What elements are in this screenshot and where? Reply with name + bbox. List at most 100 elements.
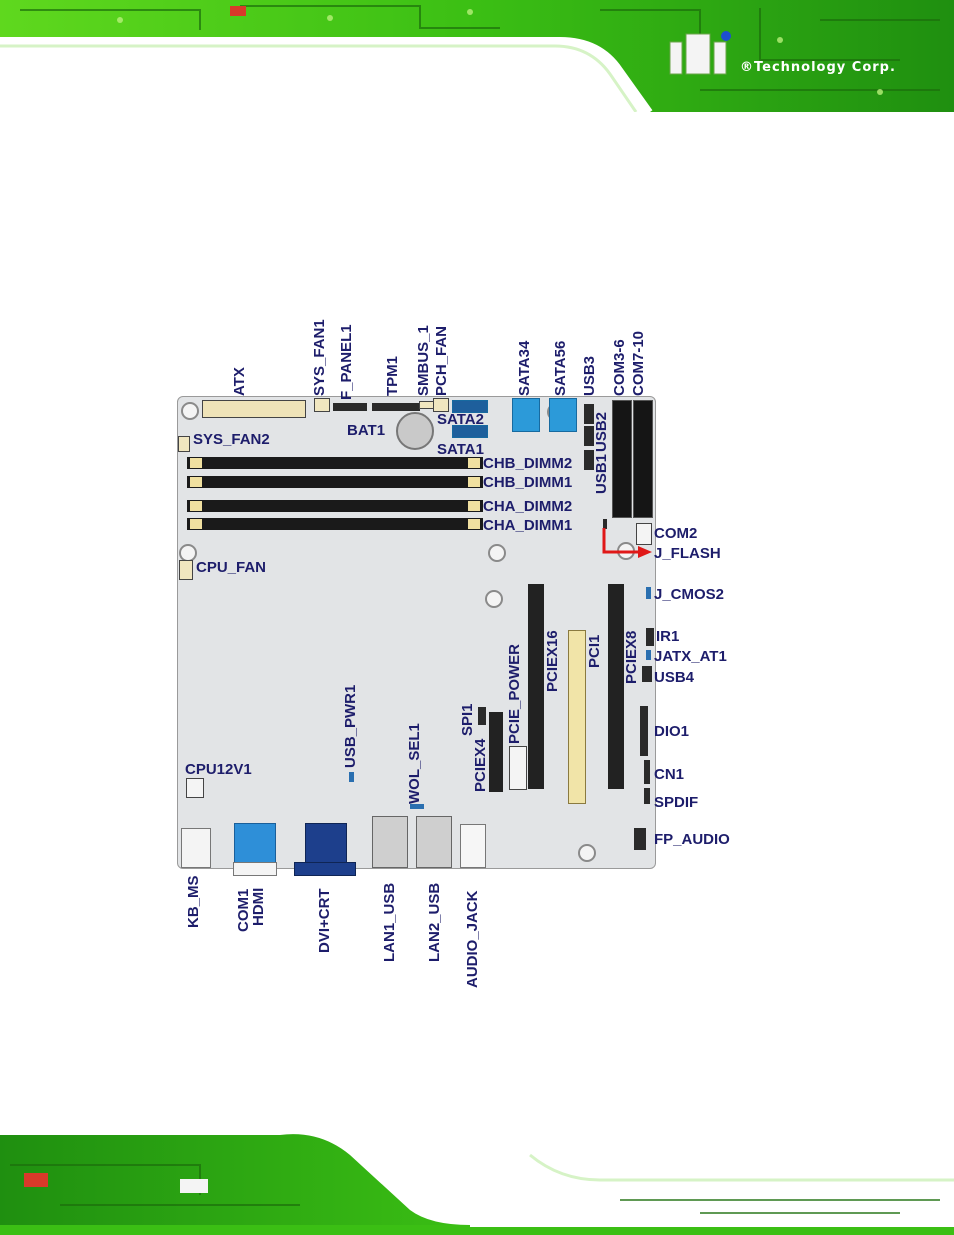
label-chb-dimm1: CHB_DIMM1	[483, 474, 573, 491]
cn1-header	[644, 760, 650, 784]
label-sata56: SATA56	[552, 340, 569, 396]
label-sata2: SATA2	[437, 411, 484, 428]
f-panel1-header	[333, 403, 367, 411]
label-atx: ATX	[231, 367, 248, 396]
j-flash-jumper	[603, 519, 607, 529]
label-pciex4: PCIEX4	[472, 738, 489, 792]
usb3-header	[584, 404, 594, 424]
audio-jack-port	[460, 824, 486, 868]
label-cn1: CN1	[654, 766, 685, 783]
kb-ms-port	[181, 828, 211, 868]
chb-dimm2-slot	[187, 457, 483, 469]
label-usb2: USB2	[593, 411, 610, 452]
sata34-connector	[512, 398, 540, 432]
label-f-panel1: F_PANEL1	[338, 324, 355, 400]
pciex8-slot	[608, 584, 624, 789]
com1-port-base	[233, 862, 277, 876]
label-lan2-usb: LAN2_USB	[426, 882, 443, 962]
footer-pcb-banner	[0, 1125, 954, 1235]
chb-dimm1-slot	[187, 476, 483, 488]
spdif-header	[644, 788, 650, 804]
label-dio1: DIO1	[654, 723, 690, 740]
label-cha-dimm1: CHA_DIMM1	[483, 517, 573, 534]
label-pch-fan: PCH_FAN	[433, 325, 450, 396]
label-bat1: BAT1	[347, 422, 386, 439]
label-wol-sel1: WOL_SEL1	[406, 723, 423, 804]
label-sys-fan1: SYS_FAN1	[311, 319, 328, 396]
label-lan1-usb: LAN1_USB	[381, 882, 398, 962]
label-usb1: USB1	[593, 453, 610, 494]
mounting-hole	[485, 590, 503, 608]
label-j-flash: J_FLASH	[654, 545, 721, 562]
label-smbus-1: SMBUS_1	[415, 325, 432, 396]
com3-6-connector	[612, 400, 632, 518]
label-cpu12v1: CPU12V1	[185, 761, 252, 778]
label-jatx-at1: JATX_AT1	[654, 648, 727, 665]
label-sata34: SATA34	[516, 340, 533, 396]
cpu12v1-connector	[186, 778, 204, 798]
label-j-cmos2: J_CMOS2	[654, 586, 725, 603]
label-pciex16: PCIEX16	[544, 630, 561, 692]
j-cmos2-jumper	[646, 587, 651, 599]
company-name: ®Technology Corp.	[740, 60, 896, 75]
jatx-at1-jumper	[646, 650, 651, 660]
label-cpu-fan: CPU_FAN	[196, 559, 267, 576]
pci1-slot	[568, 630, 586, 804]
iei-logo	[668, 30, 736, 76]
label-usb-pwr1: USB_PWR1	[342, 684, 359, 768]
label-audio-jack: AUDIO_JACK	[464, 890, 481, 988]
label-pcie-power: PCIE_POWER	[506, 643, 523, 744]
tpm1-header	[372, 403, 420, 411]
pch-fan-connector	[433, 398, 449, 412]
sata1-connector	[452, 425, 488, 438]
wol-sel1-jumper	[410, 804, 424, 809]
fp-audio-header	[634, 828, 646, 850]
sata2-connector	[452, 400, 488, 413]
pcie-power-connector	[509, 746, 527, 790]
mounting-hole	[488, 544, 506, 562]
spi1-header	[478, 707, 486, 725]
label-chb-dimm2: CHB_DIMM2	[483, 455, 573, 472]
com1-hdmi-port	[234, 823, 276, 865]
mounting-hole	[578, 844, 596, 862]
lan2-usb-port	[416, 816, 452, 868]
label-usb3: USB3	[581, 355, 598, 396]
cha-dimm2-slot	[187, 500, 483, 512]
label-pci1: PCI1	[586, 634, 603, 668]
label-ir1: IR1	[656, 628, 680, 645]
label-hdmi: HDMI	[250, 887, 267, 926]
label-sata1: SATA1	[437, 441, 484, 458]
label-sys-fan2: SYS_FAN2	[193, 431, 270, 448]
j-flash-arrow	[602, 528, 652, 558]
battery	[396, 412, 434, 450]
label-fp-audio: FP_AUDIO	[654, 831, 730, 848]
cpu-fan-connector	[179, 560, 193, 580]
label-com3-6: COM3-6	[611, 339, 628, 396]
mounting-hole	[181, 402, 199, 420]
label-com2: COM2	[654, 525, 698, 542]
label-kb-ms: KB_MS	[185, 875, 202, 928]
dvi-crt-port	[305, 823, 347, 865]
dio1-header	[640, 706, 648, 756]
pciex4-slot	[489, 712, 503, 792]
usb1-header	[584, 450, 594, 470]
label-dvi-crt: DVI+CRT	[316, 888, 333, 953]
sata56-connector	[549, 398, 577, 432]
label-cha-dimm2: CHA_DIMM2	[483, 498, 573, 515]
label-com7-10: COM7-10	[630, 330, 647, 396]
ir1-header	[646, 628, 654, 646]
usb-pwr1-jumper	[349, 772, 354, 782]
pciex16-slot	[528, 584, 544, 789]
sys-fan1-connector	[314, 398, 330, 412]
label-spi1: SPI1	[459, 703, 476, 736]
label-spdif: SPDIF	[654, 794, 699, 811]
lan1-usb-port	[372, 816, 408, 868]
header-pcb-banner	[0, 0, 954, 112]
cha-dimm1-slot	[187, 518, 483, 530]
com7-10-connector	[633, 400, 653, 518]
label-tpm1: TPM1	[384, 355, 401, 396]
label-com1: COM1	[235, 888, 252, 932]
label-usb4: USB4	[654, 669, 695, 686]
usb4-header	[642, 666, 652, 682]
sys-fan2-connector	[178, 436, 190, 452]
